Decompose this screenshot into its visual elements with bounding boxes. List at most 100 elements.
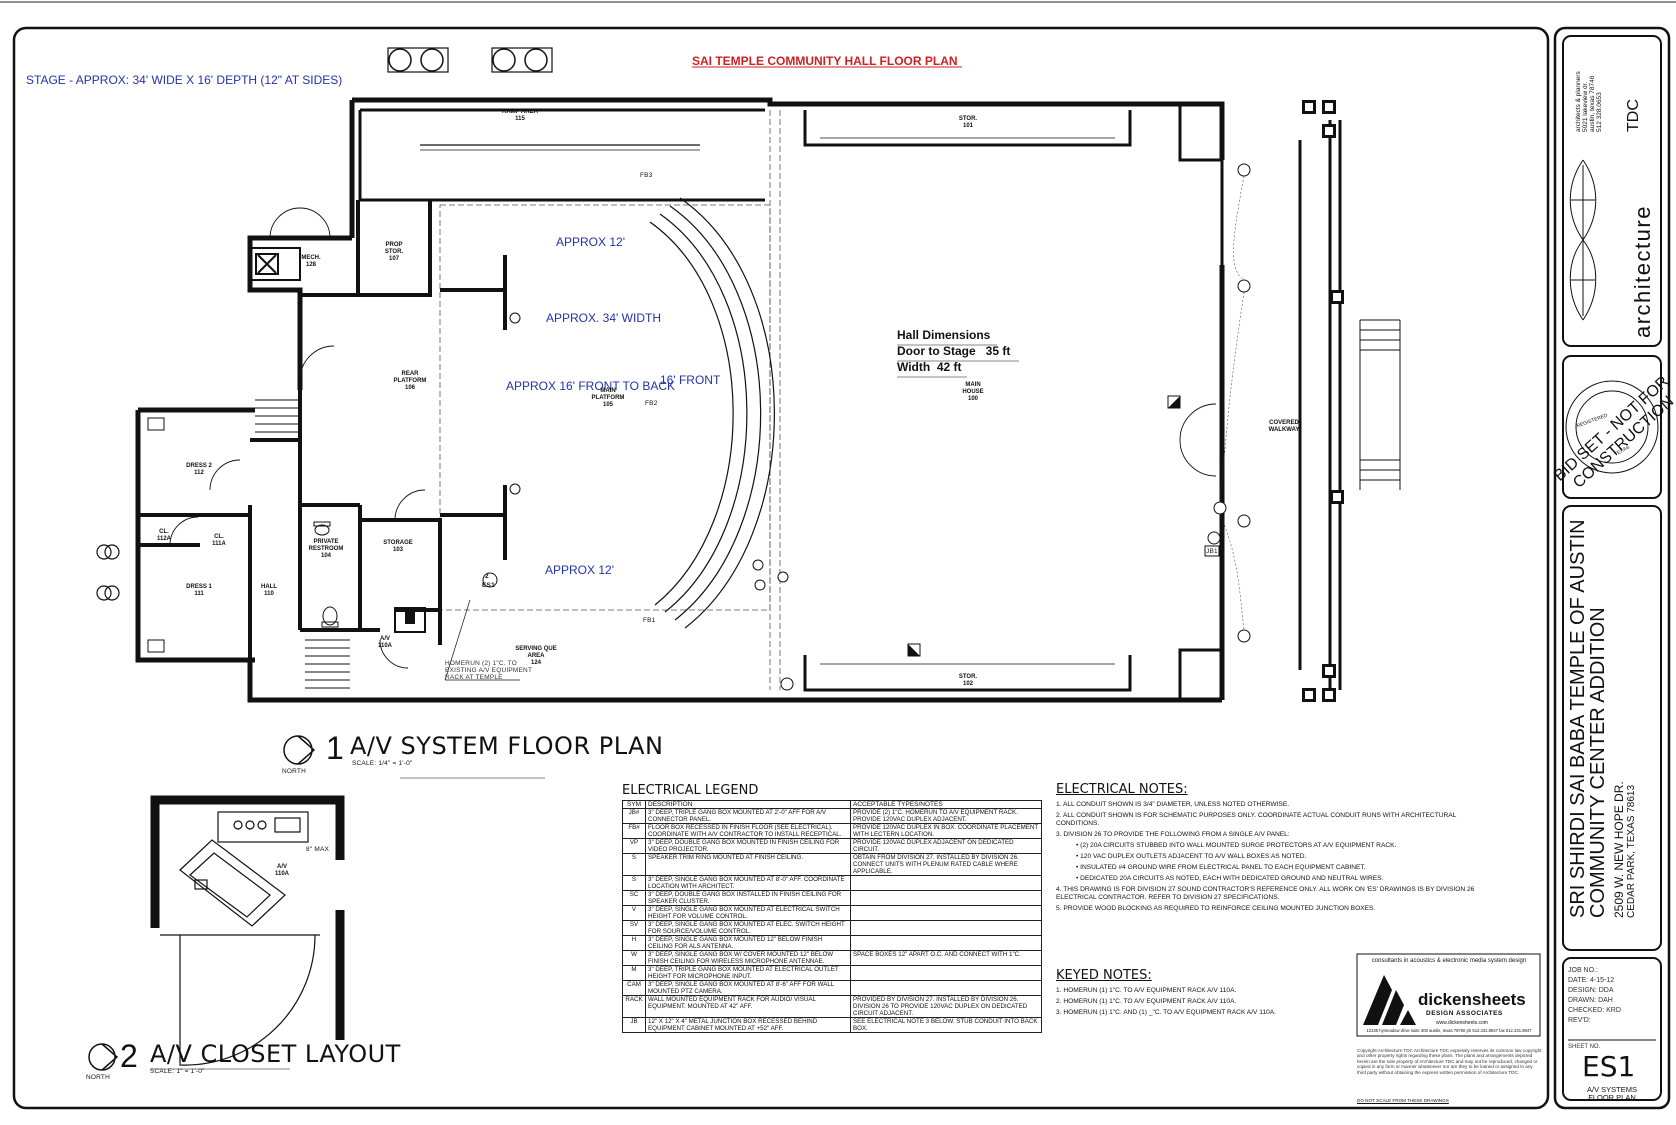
approx-12-bottom-label: APPROX 12'	[545, 563, 614, 577]
room-closet-a: CL.112A	[150, 529, 178, 543]
room-closet-a-name: CL.	[159, 529, 169, 535]
job-drawn: DRAWN: DAH	[1568, 997, 1613, 1004]
legend-desc: 3" DEEP, SINGLE GANG BOX W/ COVER MOUNTE…	[645, 950, 851, 966]
note-item: 1. ALL CONDUIT SHOWN IS 3/4" DIAMETER, U…	[1056, 801, 1290, 808]
room-storage-number: 103	[392, 547, 403, 553]
room-dress-1-number: 111	[194, 591, 204, 597]
room-stor-bottom-number: 102	[962, 681, 973, 687]
closet-layout-max-note: 8" MAX	[306, 846, 330, 853]
legend-desc: 3" DEEP, SINGLE GANG BOX MOUNTED 12" BEL…	[645, 935, 851, 951]
legend-desc: SPEAKER TRIM RING MOUNTED AT FINISH CEIL…	[645, 853, 851, 876]
legend-notes	[850, 875, 1042, 891]
room-closet-a-number: 112A	[156, 536, 171, 542]
room-ramp-area-number: 115	[515, 116, 525, 122]
front-16-label: 16' FRONT	[660, 373, 721, 387]
firm-line-3: austin, texas 78746	[1589, 75, 1596, 132]
legend-header-sym: SYM	[622, 800, 646, 809]
approx-34-width-label: APPROX. 34' WIDTH	[546, 311, 661, 325]
plan-2-title: A/V CLOSET LAYOUT	[150, 1040, 401, 1068]
legend-notes: SPACE BOXES 12" APART O.C. AND CONNECT W…	[850, 950, 1042, 966]
legend-desc: 3" DEEP, SINGLE GANG BOX MOUNTED AT ELEC…	[645, 905, 851, 921]
room-dress-1-name: DRESS 1	[186, 584, 212, 590]
detail-tag-sheet: ES1	[482, 582, 495, 589]
note-item: 4. THIS DRAWING IS FOR DIVISION 27 SOUND…	[1056, 886, 1475, 901]
plan-1-scale: SCALE: 1/4" = 1'-0"	[352, 760, 413, 767]
consultant-url: www.dickensheets.com	[1436, 1020, 1488, 1026]
sheet-number-label: SHEET NO.	[1568, 1044, 1601, 1050]
firm-tdc: TDC	[1625, 99, 1642, 132]
legend-body: JB#3" DEEP, TRIPLE GANG BOX MOUNTED AT 2…	[622, 808, 1042, 1033]
room-av-closet-number: 110A	[377, 643, 392, 649]
note-item: • (2) 20A CIRCUITS STUBBED INTO WALL MOU…	[1076, 842, 1397, 849]
electrical-legend-table: SYM DESCRIPTION ACCEPTABLE TYPES/NOTES J…	[622, 800, 1042, 1033]
legend-row: FB#FLOOR BOX RECESSED IN FINISH FLOOR (S…	[622, 823, 1042, 839]
legend-sym: M	[622, 965, 646, 981]
project-address-1: 2509 W. NEW HOPE DR.	[1612, 781, 1626, 918]
floor-box-fb3: FB3	[640, 172, 653, 179]
legend-desc: WALL MOUNTED EQUIPMENT RACK FOR AUDIO/ V…	[645, 995, 851, 1018]
legend-notes	[850, 965, 1042, 981]
firm-architecture: architecture	[1630, 205, 1655, 338]
copyright-notice: Copyright Architecture TDC Architecture …	[1357, 1048, 1542, 1075]
hall-dimensions-note: Hall Dimensions Door to Stage 35 ft Widt…	[897, 327, 1010, 375]
legend-desc: 3" DEEP, SINGLE GANG BOX MOUNTED AT 8'-0…	[645, 875, 851, 891]
legend-sym: H	[622, 935, 646, 951]
legend-desc: 12" X 12" X 4" METAL JUNCTION BOX RECESS…	[645, 1017, 851, 1033]
room-main-house-number: 100	[967, 396, 978, 402]
room-main-platform-name: MAIN PLATFORM	[591, 388, 625, 401]
room-ramp-area-name: RAMP AREA	[501, 109, 538, 115]
room-prop-stor-number: 107	[388, 256, 399, 262]
plan-1-title: A/V SYSTEM FLOOR PLAN	[350, 732, 664, 760]
note-item: • 120 VAC DUPLEX OUTLETS ADJACENT TO A/V…	[1076, 853, 1307, 860]
legend-sym: JB#	[622, 808, 646, 824]
legend-desc: 3" DEEP, SINGLE GANG BOX MOUNTED AT 8'-6…	[645, 980, 851, 996]
homerun-note: HOMERUN (2) 1"C. TO EXISTING A/V EQUIPME…	[445, 660, 532, 681]
room-mech: MECH.128	[296, 255, 326, 269]
consultant-address: 12335 hymeadow drive suite 300 austin, t…	[1366, 1028, 1532, 1033]
keyed-notes: KEYED NOTES: 1. HOMERUN (1) 1"C. TO A/V …	[1056, 968, 1356, 1020]
legend-notes: SEE ELECTRICAL NOTE 3 BELOW. STUB CONDUI…	[850, 1017, 1042, 1033]
detail-tag-number: 2	[485, 573, 489, 580]
plan-1-number: 1	[326, 730, 344, 766]
firm-address-block: architects & planners 5021 lakeview dr. …	[1575, 71, 1603, 132]
sheet-name: A/V SYSTEMS FLOOR PLAN	[1568, 1086, 1656, 1102]
legend-desc: 3" DEEP, SINGLE GANG BOX MOUNTED AT ELEC…	[645, 920, 851, 936]
sheet-name-line-2: FLOOR PLAN	[1588, 1093, 1636, 1102]
note-item: 1. HOMERUN (1) 1"C. TO A/V EQUIPMENT RAC…	[1056, 987, 1237, 994]
stage-note: STAGE - APPROX: 34' WIDE X 16' DEPTH (12…	[26, 73, 343, 87]
electrical-notes-list: 1. ALL CONDUIT SHOWN IS 3/4" DIAMETER, U…	[1056, 801, 1496, 913]
sheet-title: SAI TEMPLE COMMUNITY HALL FLOOR PLAN	[692, 54, 958, 68]
plan-2-number: 2	[120, 1038, 138, 1074]
room-serving-que-area-name: SERVING QUE AREA	[515, 646, 557, 659]
legend-sym: W	[622, 950, 646, 966]
job-info-block: JOB NO.: DATE: 4-15-12 DESIGN: DDA DRAWN…	[1568, 966, 1621, 1026]
plan-2-north-label: NORTH	[86, 1074, 110, 1081]
job-number: JOB NO.:	[1568, 967, 1598, 974]
job-checked: CHECKED: KRD	[1568, 1007, 1621, 1014]
room-private-restroom-name: PRIVATE RESTROOM	[308, 539, 344, 552]
title-block-border	[1553, 26, 1671, 1110]
room-closet-b: CL.111A	[205, 534, 233, 548]
plan-1-north-label: NORTH	[282, 768, 306, 775]
keyed-notes-list: 1. HOMERUN (1) 1"C. TO A/V EQUIPMENT RAC…	[1056, 987, 1356, 1017]
room-hall-name: HALL	[261, 584, 277, 590]
sheet-border	[12, 26, 1550, 1110]
room-av-closet-name: A/V	[379, 636, 390, 642]
legend-notes: OBTAIN FROM DIVISION 27. INSTALLED BY DI…	[850, 853, 1042, 876]
room-rear-platform-number: 106	[404, 385, 415, 391]
keyed-notes-title: KEYED NOTES:	[1056, 968, 1152, 983]
legend-sym: SV	[622, 920, 646, 936]
legend-desc: 3" DEEP, TRIPLE GANG BOX MOUNTED AT 2'-0…	[645, 808, 851, 824]
junction-box-jb1: JB1	[1206, 548, 1218, 555]
